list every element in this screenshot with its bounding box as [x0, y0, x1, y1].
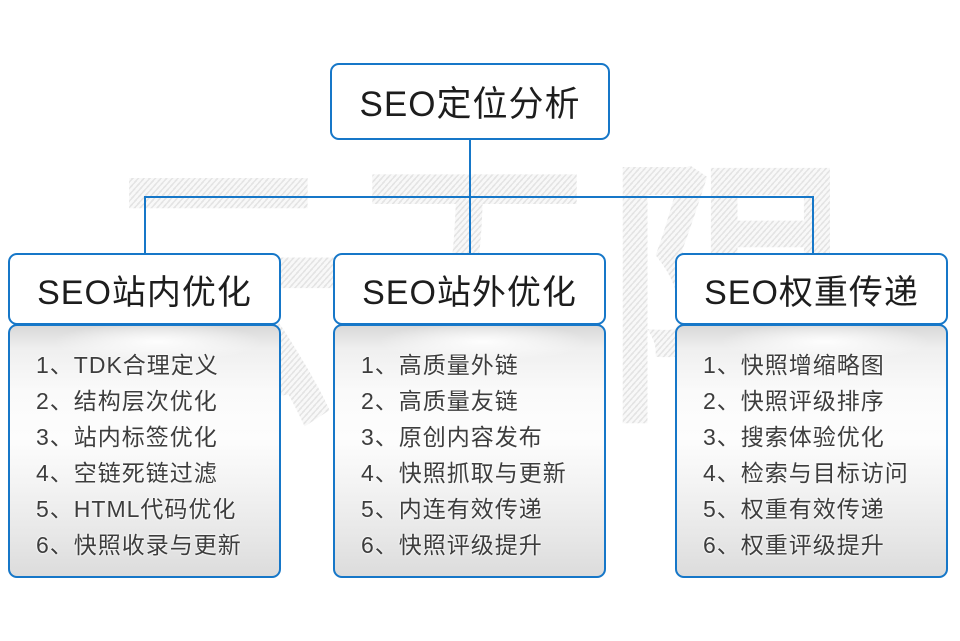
node-item-list: 1、高质量外链 2、高质量友链 3、原创内容发布 4、快照抓取与更新 5、内连有效传递 6…: [361, 347, 600, 563]
list-item: 6、快照收录与更新: [36, 532, 242, 558]
list-item: 2、快照评级排序: [703, 388, 885, 414]
connector-drop-right: [812, 196, 814, 254]
list-item: 1、TDK合理定义: [36, 352, 219, 378]
list-item: 6、权重评级提升: [703, 532, 885, 558]
node-item-list: 1、快照增缩略图 2、快照评级排序 3、搜索体验优化 4、检索与目标访问 5、权重有效传…: [703, 347, 942, 563]
list-item: 4、检索与目标访问: [703, 460, 909, 486]
connector-horizontal: [144, 196, 814, 198]
node-item-panel: 1、TDK合理定义 2、结构层次优化 3、站内标签优化 4、空链死链过滤 5、HTML代…: [8, 324, 281, 578]
node-item-list: 1、TDK合理定义 2、结构层次优化 3、站内标签优化 4、空链死链过滤 5、HTML代…: [36, 347, 275, 563]
list-item: 5、权重有效传递: [703, 496, 885, 522]
list-item: 1、高质量外链: [361, 352, 519, 378]
node-weight-transfer: SEO权重传递 1、快照增缩略图 2、快照评级排序 3、搜索体验优化 4、检索与目标访…: [675, 253, 948, 578]
list-item: 3、站内标签优化: [36, 424, 218, 450]
node-offsite-seo: SEO站外优化 1、高质量外链 2、高质量友链 3、原创内容发布 4、快照抓取与更新 5…: [333, 253, 606, 578]
node-header: SEO站外优化: [333, 253, 606, 325]
connector-drop-middle: [469, 196, 471, 254]
connector-drop-left: [144, 196, 146, 254]
node-item-panel: 1、高质量外链 2、高质量友链 3、原创内容发布 4、快照抓取与更新 5、内连有效传递 6…: [333, 324, 606, 578]
list-item: 5、内连有效传递: [361, 496, 543, 522]
root-node-title: SEO定位分析: [359, 85, 581, 124]
list-item: 4、空链死链过滤: [36, 460, 218, 486]
node-title: SEO站外优化: [362, 273, 577, 312]
list-item: 3、原创内容发布: [361, 424, 543, 450]
list-item: 4、快照抓取与更新: [361, 460, 567, 486]
node-onsite-seo: SEO站内优化 1、TDK合理定义 2、结构层次优化 3、站内标签优化 4、空链死链过…: [8, 253, 281, 578]
node-title: SEO站内优化: [37, 273, 252, 312]
node-header: SEO站内优化: [8, 253, 281, 325]
node-item-panel: 1、快照增缩略图 2、快照评级排序 3、搜索体验优化 4、检索与目标访问 5、权重有效传…: [675, 324, 948, 578]
node-header: SEO权重传递: [675, 253, 948, 325]
list-item: 2、高质量友链: [361, 388, 519, 414]
list-item: 2、结构层次优化: [36, 388, 218, 414]
node-title: SEO权重传递: [704, 273, 919, 312]
list-item: 3、搜索体验优化: [703, 424, 885, 450]
list-item: 6、快照评级提升: [361, 532, 543, 558]
list-item: 5、HTML代码优化: [36, 496, 237, 522]
root-node: SEO定位分析: [330, 63, 610, 140]
list-item: 1、快照增缩略图: [703, 352, 885, 378]
connector-root-stem: [469, 139, 471, 197]
